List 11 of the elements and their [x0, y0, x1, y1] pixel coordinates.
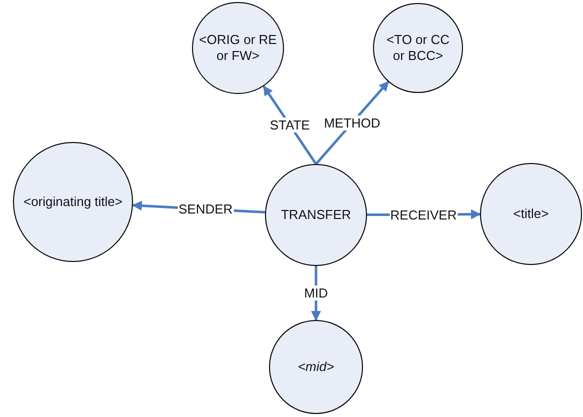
- edge-label: RECEIVER: [389, 207, 458, 222]
- edge-label: METHOD: [322, 115, 382, 130]
- node-label: <title>: [512, 206, 550, 222]
- node-label: <TO or CC or BCC>: [386, 32, 450, 64]
- node-label: <originating title>: [22, 194, 124, 210]
- node-label: TRANSFER: [280, 207, 352, 223]
- edge-label: MID: [303, 286, 329, 300]
- node-label: <mid>: [296, 359, 336, 375]
- edge-label: STATE: [268, 118, 311, 133]
- edge-label: SENDER: [178, 202, 234, 217]
- node-label: <ORIG or RE or FW>: [198, 32, 278, 64]
